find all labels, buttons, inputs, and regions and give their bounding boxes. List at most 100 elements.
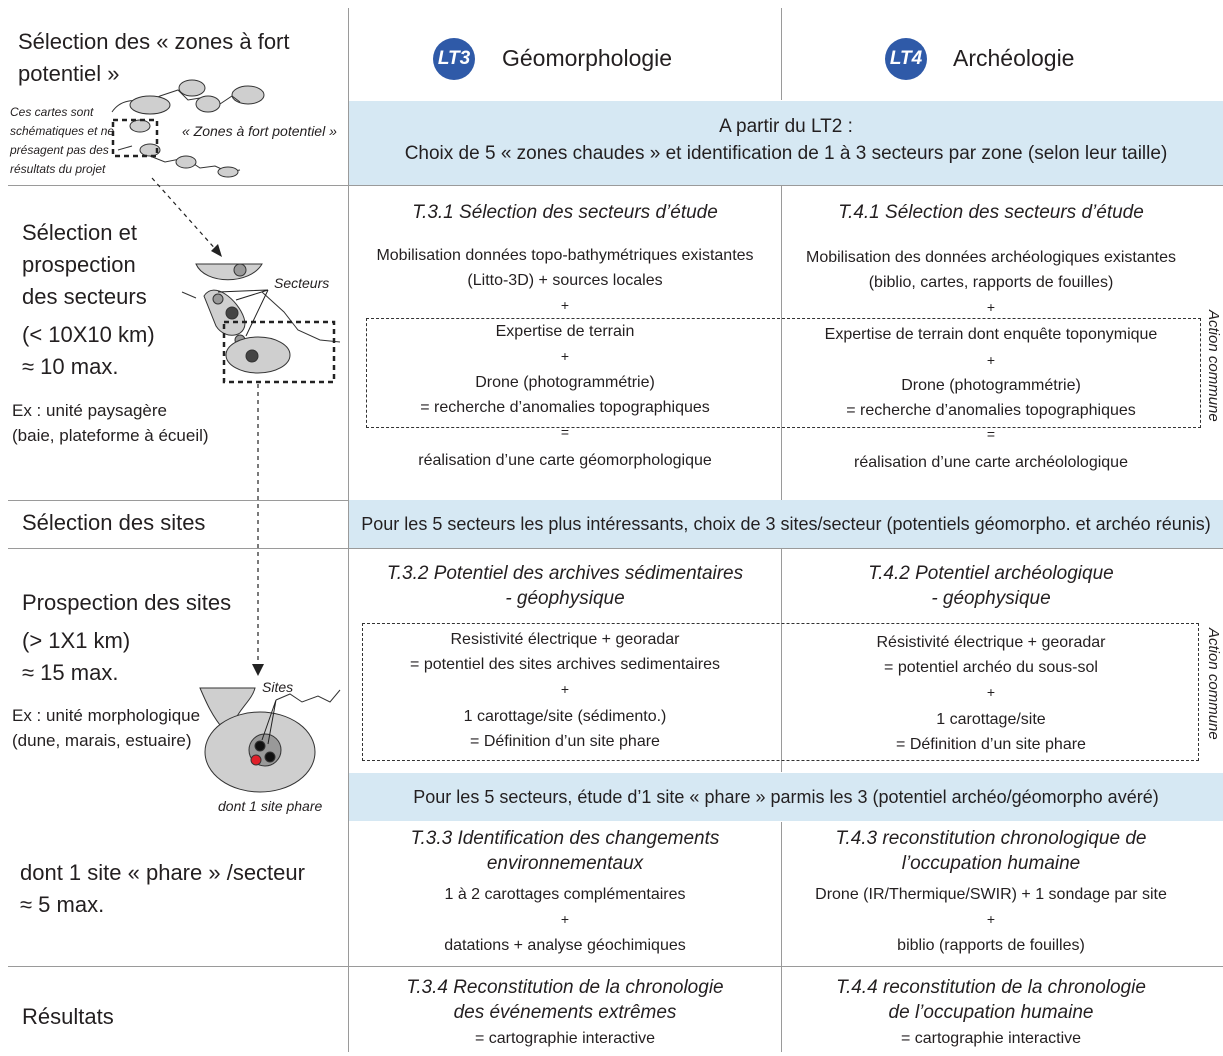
t42-plus: + — [986, 684, 996, 700]
stage-sectors-line1: Sélection et — [22, 220, 137, 245]
sites-label: Sites — [262, 679, 294, 695]
band-selection-sites — [349, 500, 1223, 548]
lt3-badge: LT3 — [433, 38, 475, 80]
t41-line4: Drone (photogrammétrie) — [901, 377, 1081, 394]
t44-line1: = cartographie interactive — [900, 1030, 1082, 1047]
stage-sectors-line3: des secteurs — [22, 284, 147, 309]
stage-sectors-example1: Ex : unité paysagère — [12, 401, 167, 420]
t43-title-1: T.4.3 reconstitution chronologique de — [835, 828, 1147, 849]
t31-line6: réalisation d’une carte géomorphologique — [418, 452, 712, 469]
t31-line5: = recherche d’anomalies topographiques — [420, 399, 710, 416]
t33-line2: datations + analyse géochimiques — [444, 937, 686, 954]
row-divider-4 — [8, 966, 1223, 967]
stage-sites-prospection1: Prospection des sites — [22, 590, 232, 615]
t43-line1: Drone (IR/Thermique/SWIR) + 1 sondage pa… — [815, 886, 1167, 903]
t44-title-1: T.4.4 reconstitution de la chronologie — [836, 977, 1146, 998]
t41-line5: = recherche d’anomalies topographiques — [846, 402, 1136, 419]
t32-plus: + — [560, 681, 570, 697]
lt4-title: Archéologie — [953, 45, 1075, 71]
t32-title-2: - géophysique — [505, 588, 625, 609]
t43-plus: + — [986, 911, 996, 927]
t31-plus2: + — [560, 348, 570, 364]
t41-title: T.4.1 Sélection des secteurs d’étude — [838, 202, 1144, 223]
t33-title-1: T.3.3 Identification des changements — [410, 828, 720, 849]
t31-line3: Expertise de terrain — [495, 323, 635, 340]
t32-line3: 1 carottage/site (sédimento.) — [463, 708, 667, 725]
t41-line2: (biblio, cartes, rapports de fouilles) — [868, 274, 1114, 291]
band3-text: Pour les 5 secteurs, étude d’1 site « ph… — [413, 787, 1159, 807]
t32-line4: = Définition d’un site phare — [470, 733, 660, 750]
center-column-divider-4 — [781, 822, 782, 1052]
t31-line4: Drone (photogrammétrie) — [475, 374, 655, 391]
t32-line2: = potentiel des sites archives sedimenta… — [410, 656, 720, 673]
zones-map — [111, 79, 265, 178]
stage-phare-line2: ≈ 5 max. — [20, 892, 105, 917]
stage-zones-line1: Sélection des « zones à fort — [18, 29, 290, 54]
band-site-phare — [349, 773, 1223, 821]
sectors-map — [181, 263, 341, 374]
row-divider-3 — [8, 548, 1223, 549]
t32-line1: Resistivité électrique + georadar — [450, 631, 680, 648]
t42-line4: = Définition d’un site phare — [896, 736, 1086, 753]
map-disclaimer-1: Ces cartes sont — [10, 105, 94, 119]
map-disclaimer-2: schématiques et ne — [10, 124, 115, 138]
band2-text: Pour les 5 secteurs les plus intéressant… — [361, 514, 1211, 534]
t31-line1: Mobilisation données topo-bathymétriques… — [376, 247, 754, 264]
stage-sectors-example2: (baie, plateforme à écueil) — [12, 426, 209, 445]
t42-title-1: T.4.2 Potentiel archéologique — [868, 563, 1114, 584]
t33-line1: 1 à 2 carottages complémentaires — [444, 886, 686, 903]
t42-line3: 1 carottage/site — [936, 711, 1046, 728]
stage-sites-prospection2: (> 1X1 km) — [22, 628, 131, 653]
action-commune-label-1: Action commune — [1205, 310, 1222, 422]
t43-line2: biblio (rapports de fouilles) — [897, 937, 1085, 954]
t41-equals: = — [986, 426, 996, 442]
action-commune-label-2: Action commune — [1205, 628, 1222, 740]
t42-line2: = potentiel archéo du sous-sol — [884, 659, 1098, 676]
t34-title-1: T.3.4 Reconstitution de la chronologie — [406, 977, 724, 998]
t31-title: T.3.1 Sélection des secteurs d’étude — [412, 202, 718, 223]
stage-sites-prospection3: ≈ 15 max. — [22, 660, 119, 685]
t41-plus2: + — [986, 352, 996, 368]
stage-sectors-line5: ≈ 10 max. — [22, 354, 119, 379]
stage-zones-line2: potentiel » — [18, 61, 120, 86]
map-disclaimer-4: résultats du projet — [10, 162, 106, 176]
t41-line3: Expertise de terrain dont enquête topony… — [824, 326, 1158, 343]
t34-title-2: des événements extrêmes — [453, 1002, 677, 1023]
lt3-title: Géomorphologie — [502, 45, 673, 71]
map-disclaimer-3: présagent pas des — [10, 143, 109, 157]
t41-line6: réalisation d’une carte archéolologique — [854, 454, 1128, 471]
row-divider-2 — [8, 500, 349, 501]
t42-title-2: - géophysique — [931, 588, 1051, 609]
center-column-divider-2 — [781, 186, 782, 500]
lt4-badge: LT4 — [885, 38, 927, 80]
t31-plus1: + — [560, 297, 570, 313]
center-column-divider-3 — [781, 548, 782, 772]
t41-line1: Mobilisation des données archéologiques … — [805, 249, 1176, 266]
t44-title-2: de l’occupation humaine — [888, 1002, 1094, 1023]
sites-map — [199, 687, 341, 793]
band1-line2: Choix de 5 « zones chaudes » et identifi… — [404, 143, 1168, 164]
stage-sites-example2: (dune, marais, estuaire) — [12, 731, 192, 750]
stage-sectors-line4: (< 10X10 km) — [22, 322, 155, 347]
zones-fort-potentiel-label: « Zones à fort potentiel » — [182, 123, 337, 139]
stage-phare-line1: dont 1 site « phare » /secteur — [20, 860, 305, 885]
stage-sites-example1: Ex : unité morphologique — [12, 706, 201, 725]
row-divider-1 — [8, 185, 1223, 186]
t42-line1: Résistivité électrique + georadar — [876, 634, 1106, 651]
t43-title-2: l’occupation humaine — [901, 853, 1081, 874]
t31-line2: (Litto-3D) + sources locales — [467, 272, 663, 289]
action-commune-box-2 — [362, 623, 1199, 761]
t33-plus: + — [560, 911, 570, 927]
stage-sites-selection: Sélection des sites — [22, 510, 206, 535]
left-column-divider — [348, 8, 349, 1052]
t33-title-2: environnementaux — [486, 853, 644, 874]
band-zones-chaudes — [349, 101, 1223, 185]
stage-sectors-line2: prospection — [22, 252, 136, 277]
schematic-map-diagram — [111, 79, 341, 793]
t41-plus1: + — [986, 299, 996, 315]
center-column-divider — [781, 8, 782, 100]
sectors-label: Secteurs — [274, 275, 330, 291]
t32-title-1: T.3.2 Potentiel des archives sédimentair… — [386, 563, 744, 584]
band1-line1: A partir du LT2 : — [719, 116, 853, 137]
t31-equals: = — [560, 424, 570, 440]
